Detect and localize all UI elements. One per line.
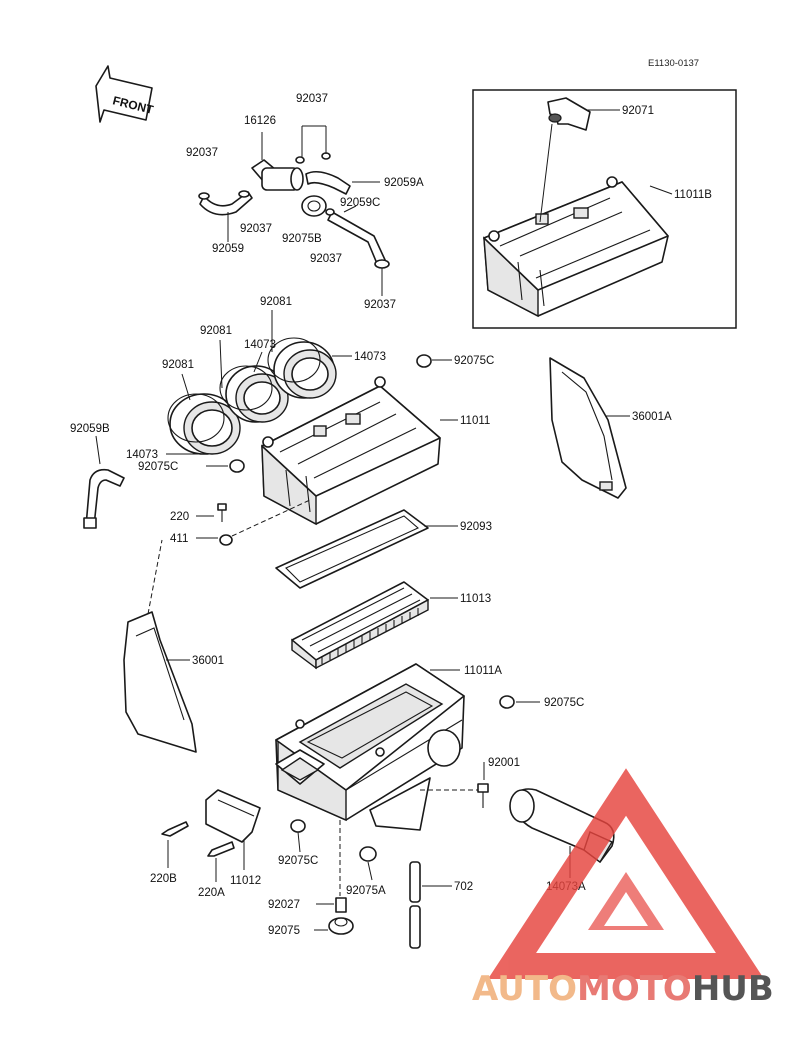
label-92075c-d: 92075C bbox=[278, 855, 318, 867]
label-92037-left: 92037 bbox=[186, 147, 218, 159]
label-220a: 220A bbox=[198, 887, 225, 899]
label-92075c-b: 92075C bbox=[138, 461, 178, 473]
grommet-left bbox=[229, 459, 245, 473]
breather-hose-left bbox=[83, 468, 125, 529]
side-cover-right bbox=[549, 357, 627, 499]
washer-411 bbox=[219, 534, 233, 546]
label-92075c-a: 92075C bbox=[454, 355, 494, 367]
watermark-moto: MOTO bbox=[577, 969, 692, 1009]
label-92071: 92071 bbox=[622, 105, 654, 117]
label-92081-c: 92081 bbox=[162, 359, 194, 371]
label-92075b: 92075B bbox=[282, 233, 322, 245]
label-92027: 92027 bbox=[268, 899, 300, 911]
label-92075a: 92075A bbox=[346, 885, 386, 897]
drain-cap-plate bbox=[205, 789, 261, 843]
label-92037-mid: 92037 bbox=[240, 223, 272, 235]
cover-gasket bbox=[275, 509, 429, 589]
bolt-92001 bbox=[477, 783, 489, 808]
watermark-logo: AUTOMOTOHUB bbox=[472, 768, 774, 1009]
label-411: 411 bbox=[170, 533, 188, 545]
inset-elbow-fitting bbox=[539, 97, 591, 223]
label-92075c-c: 92075C bbox=[544, 697, 584, 709]
watermark-text: AUTOMOTOHUB bbox=[472, 969, 774, 1009]
label-220b: 220B bbox=[150, 873, 177, 885]
label-11011b: 11011B bbox=[674, 189, 712, 201]
collar-92027 bbox=[335, 897, 347, 913]
label-11011a: 11011A bbox=[464, 665, 502, 677]
label-92037-bottom: 92037 bbox=[364, 299, 396, 311]
watermark-hub: HUB bbox=[692, 969, 774, 1009]
label-92037-low: 92037 bbox=[310, 253, 342, 265]
inset-frame bbox=[472, 89, 737, 329]
label-92059b: 92059B bbox=[70, 423, 110, 435]
label-11011: 11011 bbox=[460, 415, 490, 427]
holder-clamps bbox=[167, 337, 321, 443]
grommet-case bbox=[499, 695, 515, 709]
label-220: 220 bbox=[170, 511, 189, 523]
part-labels: 92037 16126 92037 92059A 92037 92059C 92… bbox=[70, 93, 712, 937]
label-36001: 36001 bbox=[192, 655, 224, 667]
warning-triangle-icon bbox=[487, 768, 765, 979]
label-92059: 92059 bbox=[212, 243, 244, 255]
grommet-92075 bbox=[328, 917, 354, 935]
label-16126: 16126 bbox=[244, 115, 276, 127]
screw-220 bbox=[217, 503, 227, 522]
air-cleaner-cover bbox=[261, 376, 441, 526]
label-14073-a: 14073 bbox=[244, 339, 276, 351]
carburetor-holders bbox=[169, 341, 337, 455]
label-92081-a: 92081 bbox=[260, 296, 292, 308]
screw-220b bbox=[161, 821, 189, 837]
air-cleaner-case bbox=[275, 663, 465, 831]
watermark-auto: AUTO bbox=[472, 969, 577, 1009]
label-92059a: 92059A bbox=[384, 177, 424, 189]
grommet-bottom bbox=[359, 846, 377, 862]
label-11013: 11013 bbox=[460, 593, 491, 605]
label-92037-top: 92037 bbox=[296, 93, 328, 105]
label-702: 702 bbox=[454, 881, 473, 893]
breather-hose-assembly bbox=[198, 152, 390, 269]
label-11012: 11012 bbox=[230, 875, 261, 887]
diagram-code: E1130-0137 bbox=[648, 58, 699, 69]
label-92093: 92093 bbox=[460, 521, 492, 533]
screw-220a bbox=[207, 841, 235, 857]
front-arrow-icon: FRONT bbox=[95, 65, 155, 123]
label-14073-c: 14073 bbox=[126, 449, 158, 461]
label-36001a: 36001A bbox=[632, 411, 672, 423]
label-14073-b: 14073 bbox=[354, 351, 386, 363]
duct-flange bbox=[275, 749, 325, 785]
label-92001: 92001 bbox=[488, 757, 520, 769]
label-92075: 92075 bbox=[268, 925, 300, 937]
drain-tube bbox=[409, 861, 421, 949]
side-cover-left bbox=[123, 611, 197, 753]
grommet-top bbox=[416, 354, 432, 368]
air-filter-element bbox=[291, 581, 429, 670]
grommet-bottom-left bbox=[290, 819, 306, 833]
label-92081-b: 92081 bbox=[200, 325, 232, 337]
inset-air-cover bbox=[483, 176, 669, 318]
label-92059c: 92059C bbox=[340, 197, 380, 209]
